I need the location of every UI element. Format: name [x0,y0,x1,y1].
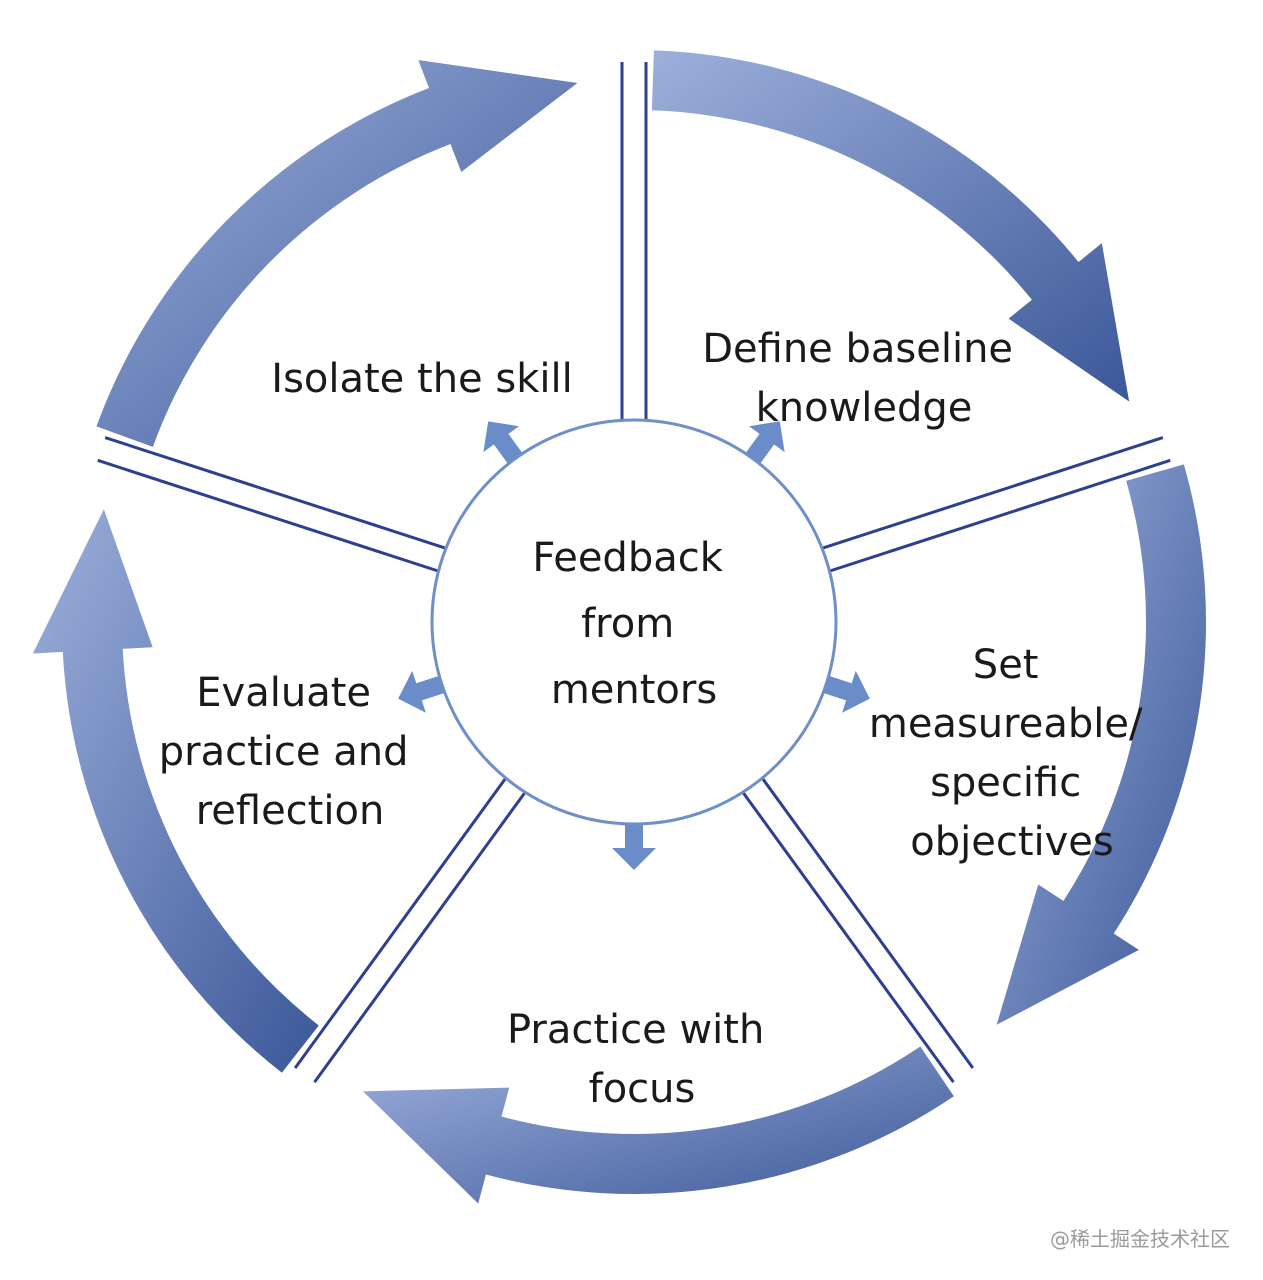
segment-line: objectives [910,819,1114,865]
center-label: Feedback from mentors [532,535,735,713]
center-circle [430,418,838,826]
feedback-arrow-icon [612,818,656,870]
segment-line: Define baseline [702,326,1013,372]
divider-line [761,777,975,1069]
center-line: mentors [551,667,717,713]
feedback-arrow-icon [398,670,451,713]
divider-line [97,458,439,573]
divider-line [104,436,447,550]
cycle-arrow-isolate [96,59,578,447]
segment-line: focus [589,1066,696,1112]
outer-cycle-arrows [32,50,1206,1204]
feedback-arrow-icon [817,670,870,713]
segment-line: Isolate the skill [271,356,572,402]
divider-line [741,791,955,1083]
segment-line: practice and [159,729,409,775]
segment-dividers [97,62,1171,1083]
segment-label-set: Set measureable/ specific objectives [869,642,1155,865]
segment-line: Practice with [507,1007,764,1053]
segment-line: Set [973,642,1039,688]
cycle-arrow-define [651,50,1130,402]
divider-line [293,777,507,1069]
cycle-arrow-evaluate [32,509,319,1073]
segment-label-define: Define baseline knowledge [702,326,1026,431]
cycle-arrow-practice [363,1046,954,1204]
divider-line [313,791,527,1083]
watermark: @稀土掘金技术社区 [1050,1227,1230,1251]
segment-label-evaluate: Evaluate practice and reflection [159,670,421,834]
segment-label-practice: Practice with focus [507,1007,777,1112]
segment-line: Evaluate [196,670,371,716]
cycle-arrow-set [996,464,1206,1025]
segment-line: specific [930,760,1081,806]
center-line: Feedback [532,535,723,581]
segment-line: knowledge [756,385,973,431]
divider-line [829,458,1171,573]
center-line: from [581,601,674,647]
segment-line: measureable/ [869,701,1143,747]
segment-label-isolate: Isolate the skill [271,356,572,402]
divider-line [821,436,1164,550]
segment-line: reflection [196,788,385,834]
